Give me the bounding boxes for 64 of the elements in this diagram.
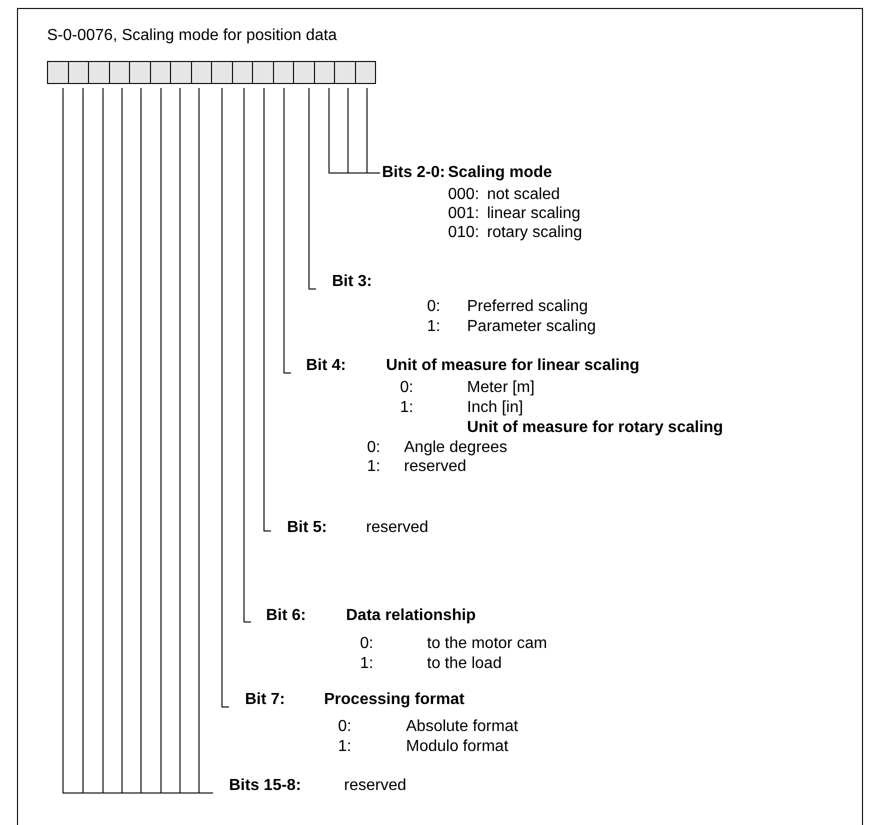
bit-value: 0:	[338, 718, 352, 736]
bit-value: 0:	[427, 298, 440, 316]
bit-cell	[129, 61, 150, 84]
value-description: Angle degrees	[404, 439, 508, 457]
value-description: reserved	[344, 777, 406, 795]
value-description: to the motor cam	[427, 635, 548, 653]
leader-line	[222, 88, 230, 708]
bit-cell	[47, 61, 68, 84]
value-description: Absolute format	[406, 718, 518, 736]
bit-cell	[314, 61, 335, 84]
bit-cell	[354, 61, 376, 84]
leader-line	[366, 88, 380, 174]
bit-heading: Bit 3:	[332, 273, 372, 291]
bit-heading: Bit 4:	[306, 357, 346, 375]
bit-heading: Processing format	[324, 691, 464, 709]
bit-value: 1:	[400, 399, 414, 417]
bit-heading: Bit 5:	[287, 519, 327, 537]
bit-cell	[272, 61, 294, 84]
bit-value: 010:	[448, 224, 480, 242]
bit-heading: Scaling mode	[448, 164, 552, 182]
bit-value: 1:	[427, 318, 440, 336]
value-description: Parameter scaling	[467, 318, 596, 336]
leader-line	[308, 88, 316, 290]
bit-cell	[88, 61, 110, 84]
bit-cell	[190, 61, 212, 84]
bit-value: 1:	[367, 458, 380, 476]
bit-cell	[232, 61, 253, 84]
leader-line	[264, 88, 272, 532]
bit-heading: Bits 15-8:	[229, 777, 302, 795]
value-description: reserved	[404, 458, 466, 476]
bit-heading: Unit of measure for rotary scaling	[467, 419, 724, 437]
bit-value: 001:	[448, 205, 480, 223]
leader-line	[198, 88, 214, 794]
value-description: Preferred scaling	[467, 298, 588, 316]
bit-cell	[211, 61, 232, 84]
bit-cell	[108, 61, 130, 84]
leader-line	[284, 88, 292, 374]
bit-value: 0:	[360, 635, 374, 653]
bit-value: 0:	[400, 379, 414, 397]
value-description: linear scaling	[487, 205, 580, 223]
bit-heading: Data relationship	[346, 607, 476, 625]
bit-cell	[293, 61, 314, 84]
bit-value: 1:	[338, 738, 352, 756]
bit-cell	[170, 61, 192, 84]
bit-value: 1:	[360, 655, 374, 673]
leader-line	[244, 88, 252, 622]
value-description: reserved	[366, 519, 428, 537]
title: S-0-0076, Scaling mode for position data	[47, 27, 337, 45]
bit-heading: Bit 7:	[245, 691, 285, 709]
bit-value: 0:	[367, 439, 380, 457]
value-description: Meter [m]	[467, 379, 535, 397]
bit-cell	[150, 61, 171, 84]
value-description: Inch [in]	[467, 399, 524, 417]
bit-heading: Unit of measure for linear scaling	[386, 357, 640, 375]
value-description: rotary scaling	[487, 224, 582, 242]
value-description: to the load	[427, 655, 502, 673]
value-description: not scaled	[487, 186, 560, 204]
bit-cell	[334, 61, 356, 84]
bit-heading: Bits 2-0:	[382, 164, 446, 182]
bit-heading: Bit 6:	[266, 607, 306, 625]
bit-value: 000:	[448, 186, 480, 204]
value-description: Modulo format	[406, 738, 508, 756]
bit-cell	[252, 61, 274, 84]
bit-cell	[68, 61, 89, 84]
